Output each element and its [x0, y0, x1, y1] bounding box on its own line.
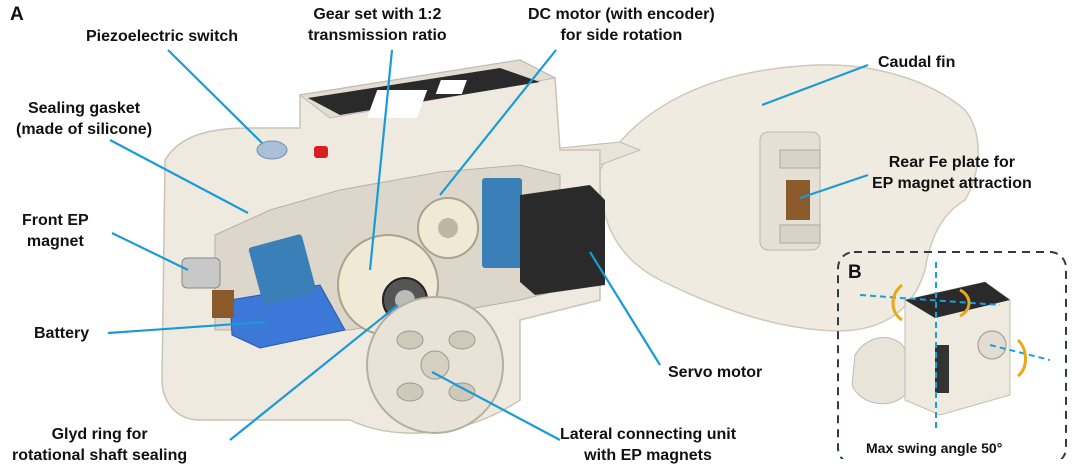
pcb-front: [248, 234, 317, 306]
leader-dc-motor: [439, 49, 557, 196]
leader-caudal: [761, 63, 869, 107]
swing-arrows: [891, 283, 1027, 378]
lateral-magnet-2: [448, 330, 476, 350]
label-piezoelectric-switch: Piezoelectric switch: [86, 28, 239, 45]
leader-front-ep: [111, 232, 189, 271]
fin-bracket-bottom: [779, 224, 821, 244]
panel-label-b: B: [848, 262, 862, 283]
label-dc-motor: DC motor (with encoder)for side rotation: [528, 6, 715, 44]
label-sealing-gasket: Sealing gasket(made of silicone): [16, 100, 153, 138]
roll-axis: [989, 344, 1051, 361]
servo-motor: [520, 185, 605, 295]
leader-rear-plate: [799, 173, 869, 200]
rear-fe-plate: [786, 180, 810, 220]
leader-lines: [107, 49, 869, 441]
swing-arm: [851, 337, 906, 405]
leader-lateral: [431, 371, 561, 441]
label-battery: Battery: [34, 325, 90, 342]
front-magnet-core: [212, 290, 234, 318]
arrow-top: [959, 288, 971, 318]
leader-gear: [368, 49, 394, 271]
label-servo-motor: Servo motor: [668, 364, 763, 381]
qr-white-block: [367, 90, 428, 118]
leader-servo: [589, 251, 661, 366]
arrow-right: [1016, 338, 1027, 378]
piezoelectric-switch: [256, 140, 288, 160]
qr-white-block-2: [435, 80, 467, 94]
panel-label-a: A: [10, 4, 24, 25]
panel-b-box: [837, 251, 1067, 459]
lateral-magnet-3: [396, 382, 424, 402]
red-indicator: [314, 146, 328, 158]
arrow-left: [891, 283, 904, 322]
leader-piezo: [167, 49, 263, 144]
swing-module-top: [905, 282, 1010, 318]
label-max-swing-angle: Max swing angle 50°: [866, 440, 1003, 456]
leader-battery: [107, 320, 266, 335]
lateral-hub: [420, 350, 450, 380]
lateral-magnet-4: [448, 382, 476, 402]
rotation-axes: [859, 262, 1051, 430]
lateral-magnet-1: [396, 330, 424, 350]
front-ep-magnet: [181, 257, 221, 289]
label-caudal-fin: Caudal fin: [878, 54, 956, 71]
fin-bracket-top: [779, 149, 821, 169]
swing-module-slot: [935, 345, 949, 393]
leader-glyd: [229, 304, 399, 441]
pcb-rear: [482, 178, 522, 268]
leader-gasket: [109, 139, 249, 214]
pitch-axis: [859, 294, 1001, 306]
small-gear-hub: [438, 218, 458, 238]
